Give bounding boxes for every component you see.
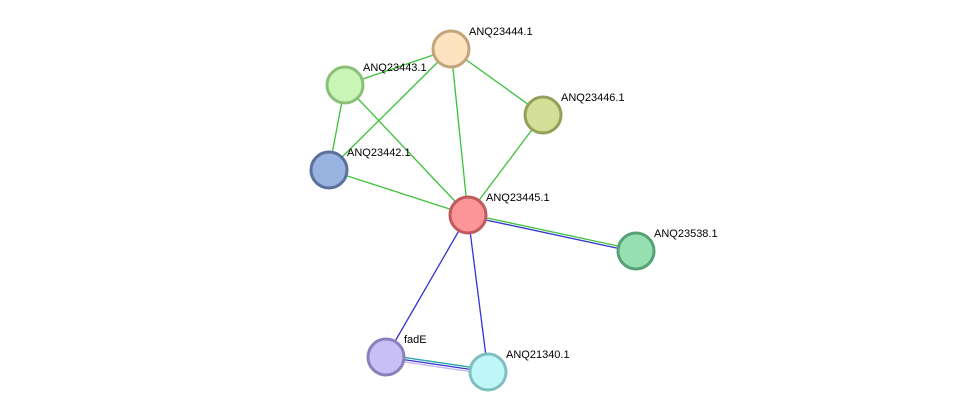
edge-ANQ23444.1-ANQ23445.1 [450,48,469,216]
node-label: ANQ23444.1 [469,26,533,38]
node-circle[interactable] [468,352,508,392]
edge-ANQ23442.1-ANQ23445.1 [328,169,469,216]
node-label: ANQ23445.1 [486,192,550,204]
edge-ANQ23445.1-ANQ23538.1-1 [467,215,636,253]
node-label: ANQ23446.1 [561,92,625,104]
edge-ANQ23443.1-ANQ23445.1 [344,84,469,216]
node-ANQ23443.1[interactable]: ANQ23443.1 [325,62,427,105]
node-label: ANQ23538.1 [654,228,718,240]
node-circle[interactable] [325,65,365,105]
node-label: ANQ21340.1 [506,349,570,361]
node-ANQ23445.1[interactable]: ANQ23445.1 [448,192,550,235]
node-circle[interactable] [366,337,406,377]
node-label: fadE [404,334,427,346]
node-ANQ23442.1[interactable]: ANQ23442.1 [309,147,411,190]
node-ANQ23446.1[interactable]: ANQ23446.1 [523,92,625,135]
node-ANQ21340.1[interactable]: ANQ21340.1 [468,349,570,392]
edge-ANQ23445.1-ANQ21340.1 [467,214,489,373]
node-circle[interactable] [309,150,349,190]
node-fadE[interactable]: fadE [366,334,427,377]
node-label: ANQ23443.1 [363,62,427,74]
edge-ANQ23445.1-fadE [385,214,469,358]
edge-ANQ23445.1-ANQ23538.1-0 [468,213,637,251]
node-circle[interactable] [431,29,471,69]
node-circle[interactable] [448,195,488,235]
node-ANQ23538.1[interactable]: ANQ23538.1 [616,228,718,271]
node-circle[interactable] [616,231,656,271]
edge-ANQ23444.1-ANQ23442.1 [328,48,452,171]
nodes-layer: ANQ23444.1ANQ23443.1ANQ23446.1ANQ23442.1… [309,26,718,392]
edge-ANQ23446.1-ANQ23445.1 [467,114,544,216]
node-circle[interactable] [523,95,563,135]
node-label: ANQ23442.1 [347,147,411,159]
node-ANQ23444.1[interactable]: ANQ23444.1 [431,26,533,69]
